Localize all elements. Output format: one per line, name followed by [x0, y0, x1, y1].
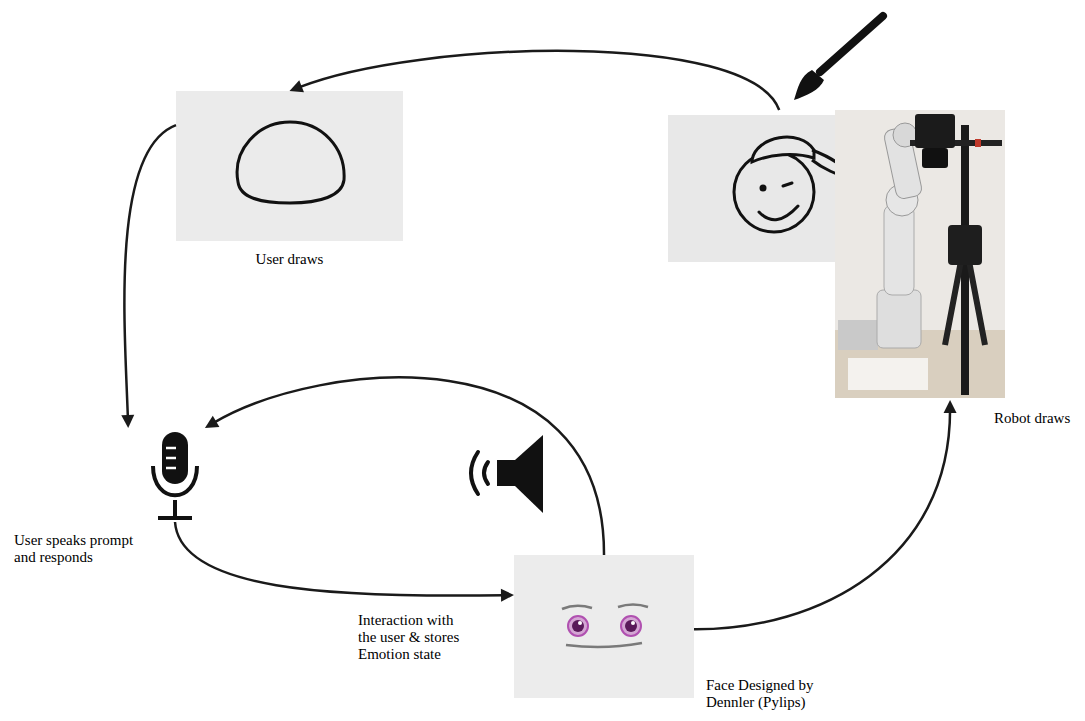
brush-icon [794, 16, 883, 100]
robot-face [514, 555, 694, 698]
microphone-icon [153, 432, 197, 518]
connector-line [175, 522, 504, 596]
user-drawing [176, 91, 403, 241]
arrowhead [205, 416, 219, 428]
robot-photo [835, 110, 1005, 398]
connector-line [124, 125, 176, 418]
curved-arrow [694, 400, 957, 629]
curved-arrow [175, 522, 514, 602]
connector-line [299, 51, 779, 110]
caption: Robot draws [994, 410, 1082, 427]
connector-line [694, 410, 950, 629]
arrowhead [290, 80, 304, 92]
curved-arrow [205, 377, 604, 555]
icon-node: User speaks prompt and responds [110, 428, 240, 522]
caption: User speaks prompt and responds [14, 532, 139, 566]
speaker-icon [471, 435, 543, 513]
robot-node: Robot draws [668, 110, 1005, 400]
curved-arrow [290, 51, 780, 110]
connector-line [214, 377, 604, 555]
arrowhead [944, 400, 957, 413]
curved-arrow [121, 125, 176, 428]
arrowhead [501, 589, 514, 602]
arrowhead [121, 415, 134, 428]
image-node: User draws [176, 91, 403, 271]
face-node: Interaction with the user & stores Emoti… [514, 555, 694, 698]
credit-note: Face Designed by Dennler (Pylips) [706, 677, 828, 711]
caption: User draws [176, 251, 403, 268]
robot-drawing [668, 115, 858, 262]
caption: Interaction with the user & stores Emoti… [358, 612, 473, 663]
